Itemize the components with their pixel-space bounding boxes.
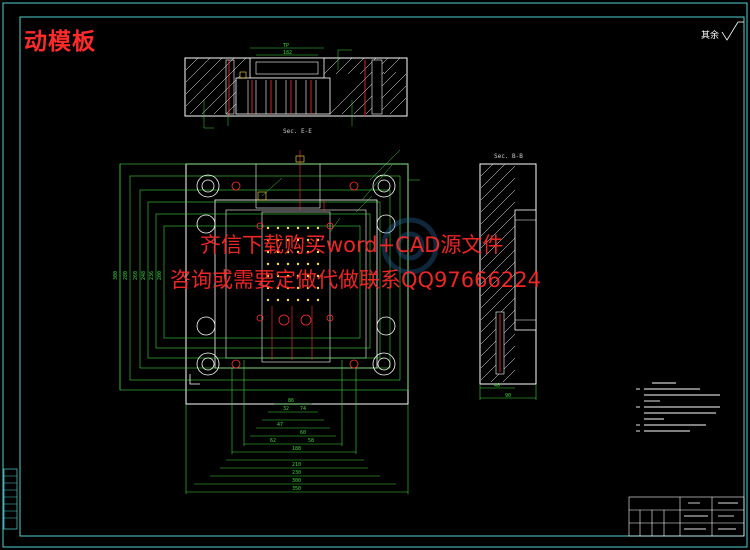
dim-b-4: 62: [270, 438, 276, 444]
dim-l-2: 260: [133, 271, 139, 280]
section-label-ee: Sec. E-E: [283, 128, 312, 135]
section-label-bb: Sec. B-B: [494, 153, 523, 160]
top-section-view: TP 182: [184, 43, 408, 129]
drawing-title: 动模板: [24, 29, 96, 55]
dim-l-5: 200: [157, 271, 163, 280]
dim-l-0: 300: [113, 271, 119, 280]
dim-r-1: 90: [505, 393, 511, 399]
dim-l-3: 248: [141, 271, 147, 280]
dim-b-7: 188: [292, 446, 301, 452]
roughness-symbol: [721, 21, 744, 41]
inner-frame: [19, 16, 745, 537]
dim-b-9: 230: [292, 470, 301, 476]
dim-l-1: 280: [123, 271, 129, 280]
watermark-line-1: 齐信下载购买word+CAD源文件: [200, 233, 504, 257]
dim-b-1: 32: [283, 406, 289, 412]
roughness-label: 其余: [701, 31, 720, 41]
dim-b-8: 210: [292, 462, 301, 468]
watermark-logo: [381, 217, 439, 275]
title-block: [628, 496, 745, 537]
dim-tp: TP: [283, 43, 289, 49]
main-plan-view: 86 32 74 47 62 58 60 188 210 230 300 350…: [113, 149, 420, 494]
dim-b-2: 74: [300, 406, 306, 412]
dim-r-0: 40: [494, 383, 500, 389]
watermark-line-2: 咨询或需要定做代做联系QQ97666224: [170, 268, 541, 292]
dim-182: 182: [283, 50, 292, 56]
right-section-view: 40 90: [479, 163, 537, 400]
technical-notes: [636, 382, 720, 432]
dim-b-5: 58: [308, 438, 314, 444]
dim-b-10: 300: [292, 478, 301, 484]
left-strip: [3, 468, 18, 530]
dim-b-0: 86: [288, 398, 294, 404]
dim-b-11: 350: [292, 486, 301, 492]
dim-b-3: 47: [277, 422, 283, 428]
title-block-text: [684, 502, 738, 530]
dim-b-6: 60: [300, 430, 306, 436]
dim-l-4: 236: [149, 271, 155, 280]
